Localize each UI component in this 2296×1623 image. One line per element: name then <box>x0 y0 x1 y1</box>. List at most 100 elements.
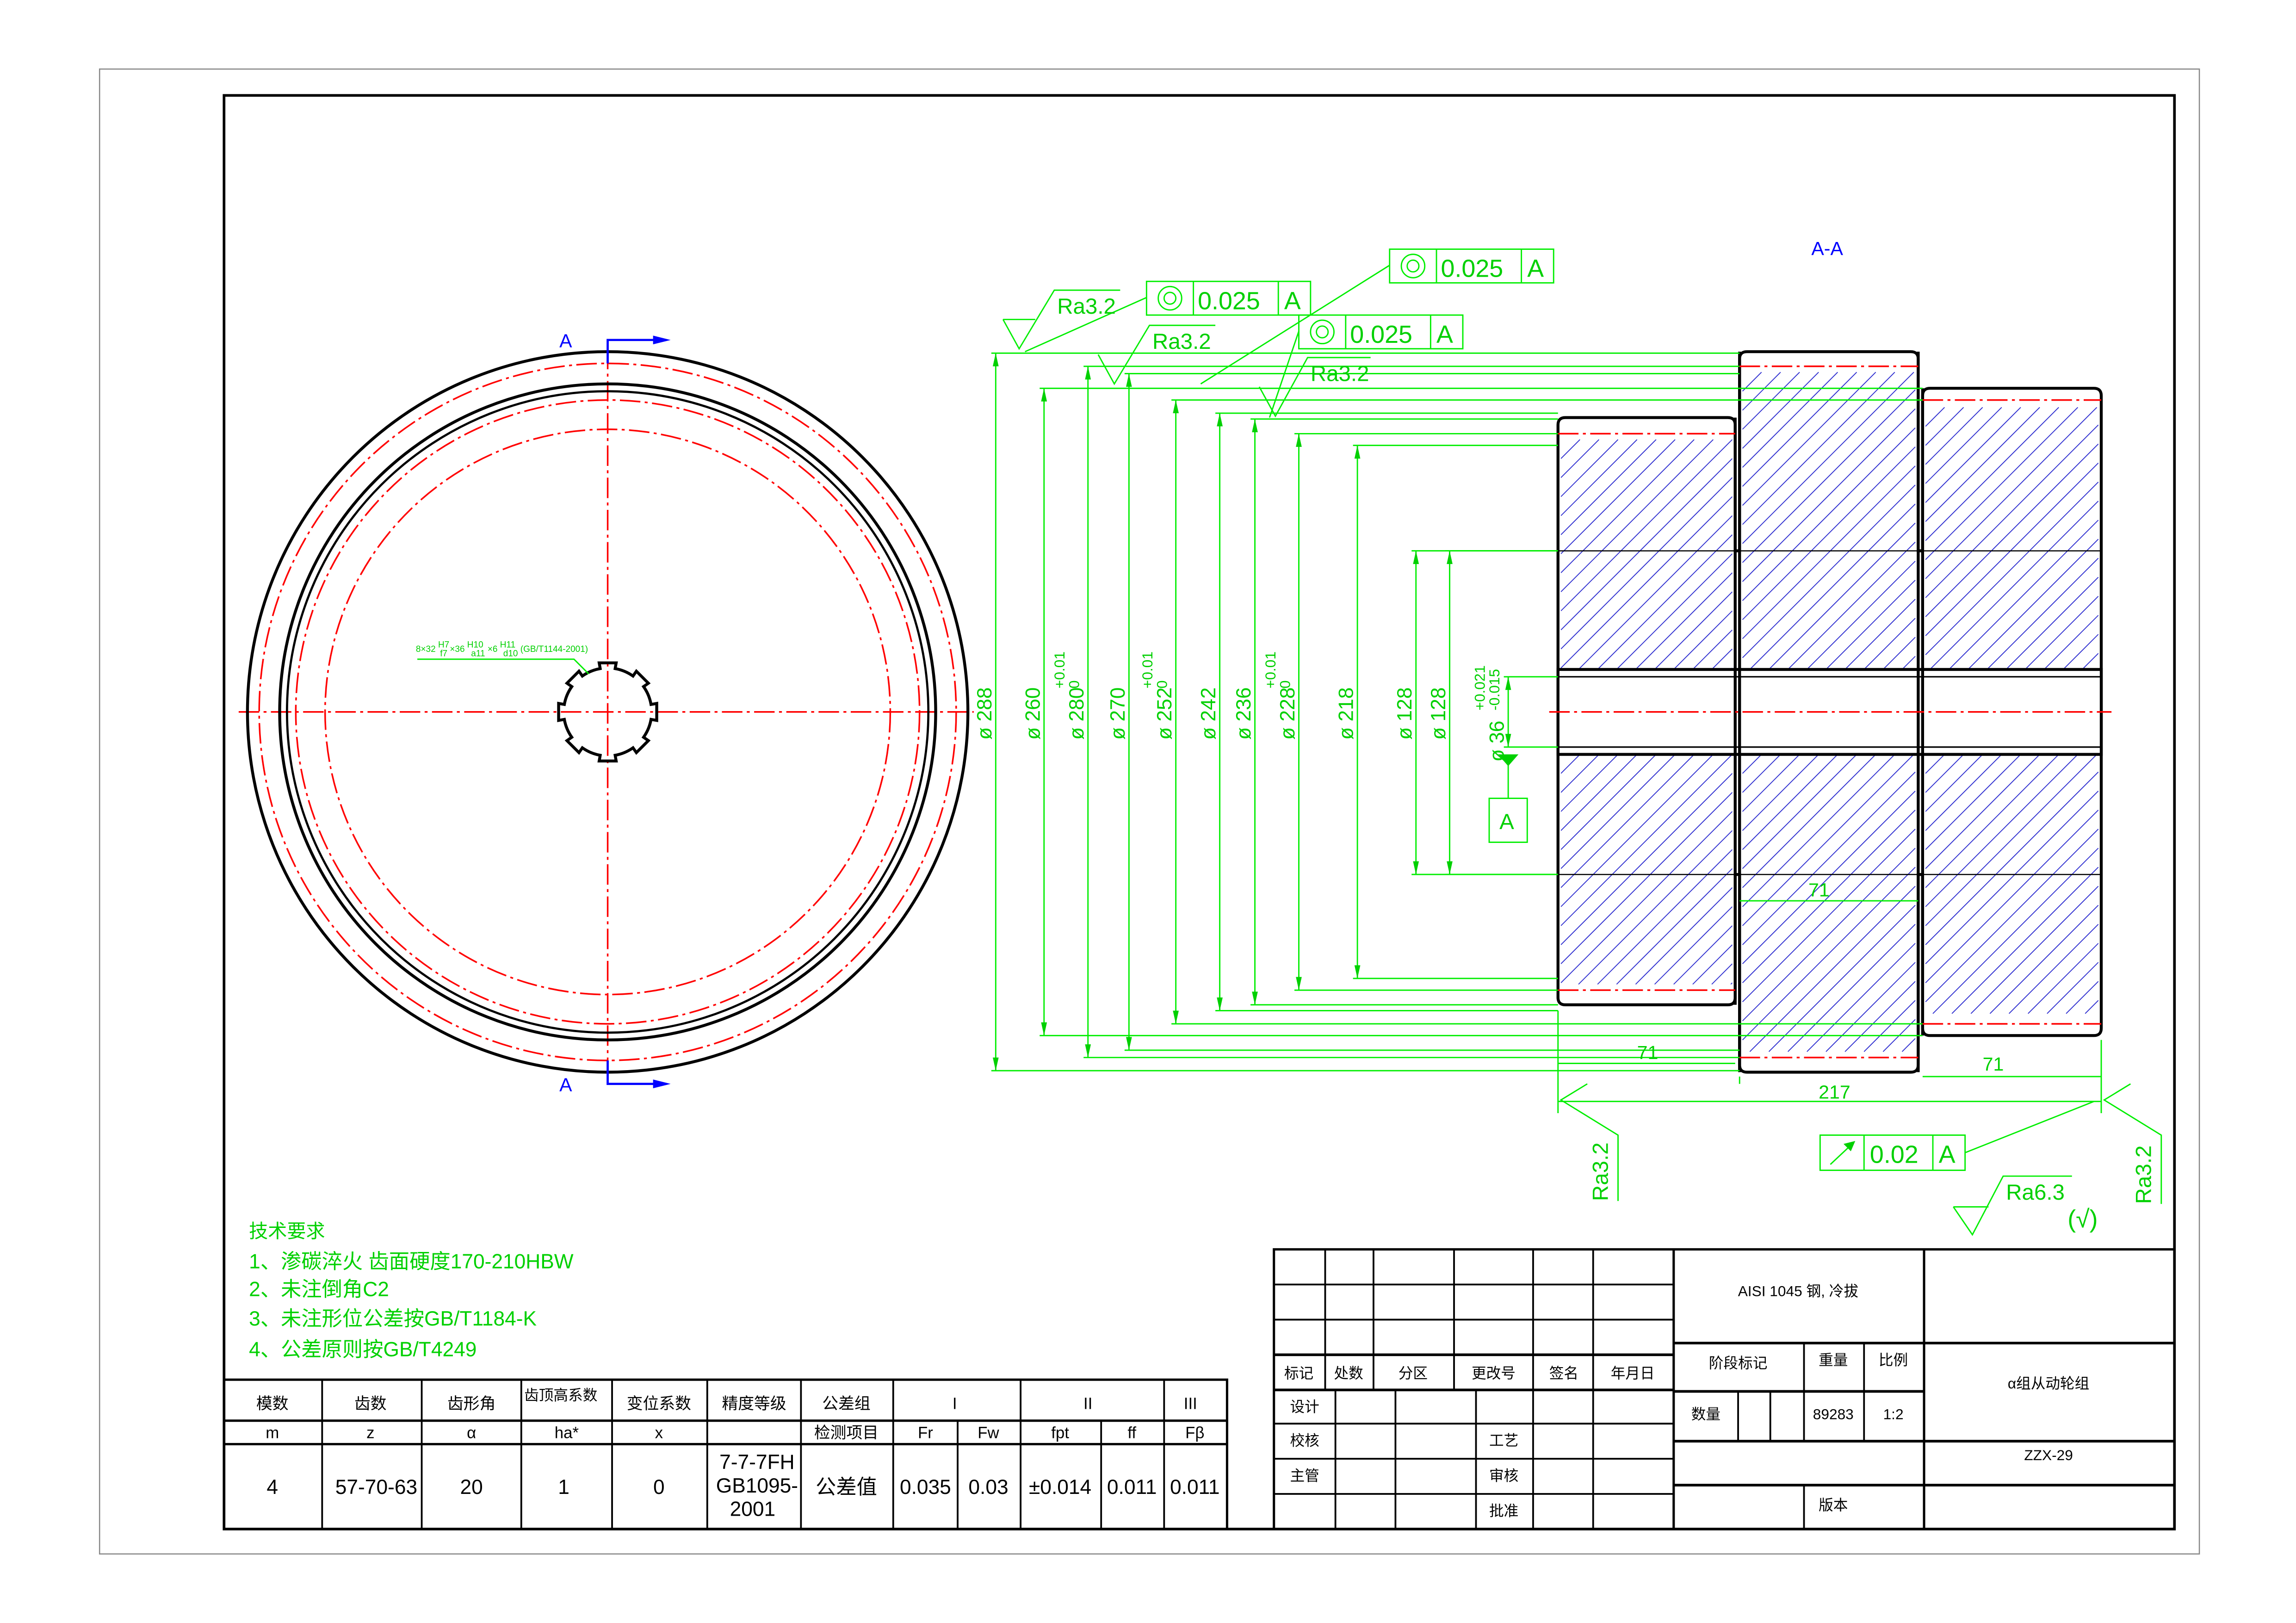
drawing-number: ZZX-29 <box>2024 1447 2073 1463</box>
gdt-datum: A <box>1527 255 1544 283</box>
hatch-line <box>1711 648 1733 670</box>
gdt-value: 0.025 <box>1350 321 1412 348</box>
diameter-label: ø 218 <box>1335 688 1358 740</box>
diameter-label: ø 252 <box>1153 688 1176 740</box>
roughness-label: Ra3.2 <box>1311 361 1369 386</box>
table-value: 4 <box>266 1476 278 1499</box>
hatch-line <box>1925 754 2098 926</box>
hatch-line <box>1807 943 1916 1052</box>
table-header: 精度等级 <box>722 1394 786 1412</box>
hatch-line <box>2085 1000 2099 1014</box>
hatch-line <box>1742 372 1781 411</box>
hatch-line <box>1742 771 1916 945</box>
revision-header: 处数 <box>1334 1365 1363 1381</box>
cut-label-top: A <box>559 330 572 352</box>
hatch-line <box>2024 596 2099 670</box>
hatch-line <box>1807 561 1916 670</box>
dim-right-length: 71 <box>1983 1053 2004 1075</box>
dim-arrow-icon <box>1217 997 1223 1011</box>
hatch-line <box>1925 754 2021 850</box>
title-block: AISI 1045 钢, 冷拔标记处数分区更改号签名年月日设计校核主管工艺审核批… <box>1273 1248 2176 1530</box>
table-value: 0 <box>653 1476 665 1499</box>
hatch-line <box>1560 439 1695 573</box>
dim-arrow-icon <box>1252 419 1258 433</box>
pitch-circle-2 <box>295 399 921 1025</box>
hatch-line <box>1925 407 2021 503</box>
hatch-line <box>1925 754 2040 869</box>
hatch-line <box>1560 439 1676 554</box>
hatch-line <box>1560 458 1733 631</box>
tech-req-item: 1、渗碳淬火 齿面硬度170-210HBW <box>249 1251 574 1273</box>
tolerance-lower: 0 <box>1277 681 1293 689</box>
hatch-line <box>1925 754 1964 793</box>
hatch-line <box>1742 791 1916 964</box>
tolerance-upper: +0.01 <box>1051 651 1068 688</box>
spline-fit3-bot: d10 <box>503 649 518 658</box>
hatch-line <box>1742 848 1916 1022</box>
hatch-line <box>1749 886 1916 1052</box>
diameter-label: ø 260 <box>1021 688 1044 740</box>
hatch-line <box>1673 610 1733 670</box>
hatch-line <box>1742 372 1857 487</box>
length-dimensions: 71 71 71 217 <box>1557 880 2102 1114</box>
dim-arrow-icon <box>1413 551 1419 564</box>
roughness-icon <box>1560 1083 1619 1201</box>
gdt-value: 0.025 <box>1198 287 1260 315</box>
pitch-circle-3 <box>324 428 891 996</box>
gdt-frames: 0.025 A 0.025 A 0.025 A <box>1025 248 2094 1171</box>
gear-circle-2 <box>278 382 937 1041</box>
spline-leader <box>417 658 589 675</box>
spline-mid1: ×36 <box>450 644 464 654</box>
hatch-line <box>1560 754 1619 812</box>
section-hatching <box>1560 372 2099 1052</box>
roughness-label: Ra3.2 <box>1588 1142 1613 1201</box>
table-value: 7-7-7FH <box>719 1451 794 1474</box>
table-value: 0.035 <box>900 1476 951 1499</box>
table-symbol: Fβ <box>1185 1424 1204 1442</box>
hatch-line <box>1788 924 1916 1052</box>
table-symbol: Fw <box>978 1424 999 1442</box>
concentricity-icon-inner <box>1406 259 1420 273</box>
hatch-line <box>1951 867 2099 1014</box>
table-symbol: fpt <box>1051 1424 1069 1442</box>
table-symbol: x <box>655 1424 663 1442</box>
dim-arrow-icon <box>1126 1037 1132 1050</box>
dim-left-length: 71 <box>1637 1042 1659 1063</box>
spline-fit3-top: H11 <box>500 640 515 650</box>
diameter-label: ø 236 <box>1232 688 1255 740</box>
table-header: 公差组 <box>822 1394 870 1412</box>
spline-fit1-top: H7 <box>438 640 449 650</box>
table-header: II <box>1083 1394 1092 1412</box>
hatch-line <box>1925 443 2099 617</box>
material: AISI 1045 钢, 冷拔 <box>1738 1283 1858 1300</box>
spline-standard: (GB/T1144-2001) <box>520 644 588 654</box>
spline-fit2-bot: a11 <box>471 649 485 658</box>
hatch-line <box>1635 572 1733 670</box>
hatch-line <box>1742 754 1800 812</box>
hatch-line <box>1788 541 1916 670</box>
hatch-line <box>1560 754 1580 774</box>
dim-arrow-icon <box>1173 400 1179 414</box>
tolerance-lower: -0.015 <box>1486 669 1503 711</box>
revision-header: 分区 <box>1399 1365 1428 1381</box>
hatch-line <box>1616 868 1733 985</box>
gdt-datum: A <box>1939 1141 1956 1169</box>
cut-arrow-bottom <box>606 1060 667 1085</box>
table-value: 0.011 <box>1170 1476 1220 1499</box>
hatch-line <box>1742 372 1914 544</box>
concentricity-icon <box>1310 319 1335 345</box>
arrowhead-icon <box>653 1079 671 1089</box>
hatch-line <box>1560 477 1733 650</box>
tolerance-upper: +0.01 <box>1262 651 1279 688</box>
tolerance-lower: 0 <box>1154 681 1170 689</box>
gdt-concentricity-1: 0.025 A <box>1025 280 1312 353</box>
hatch-line <box>1635 887 1733 985</box>
scale-value: 1:2 <box>1883 1406 1904 1423</box>
roughness-icon <box>1002 289 1120 350</box>
role-label: 批准 <box>1489 1502 1518 1519</box>
datum-label: A <box>1499 810 1514 834</box>
tolerance-upper: +0.021 <box>1471 665 1488 711</box>
section-view: A-A <box>1549 238 2112 1074</box>
roughness-symbols: Ra3.2 Ra3.2 Ra3.2 Ra3.2 Ra3.2 Ra6.3 (√) <box>1002 289 2162 1236</box>
roughness-label: Ra3.2 <box>2132 1146 2156 1204</box>
